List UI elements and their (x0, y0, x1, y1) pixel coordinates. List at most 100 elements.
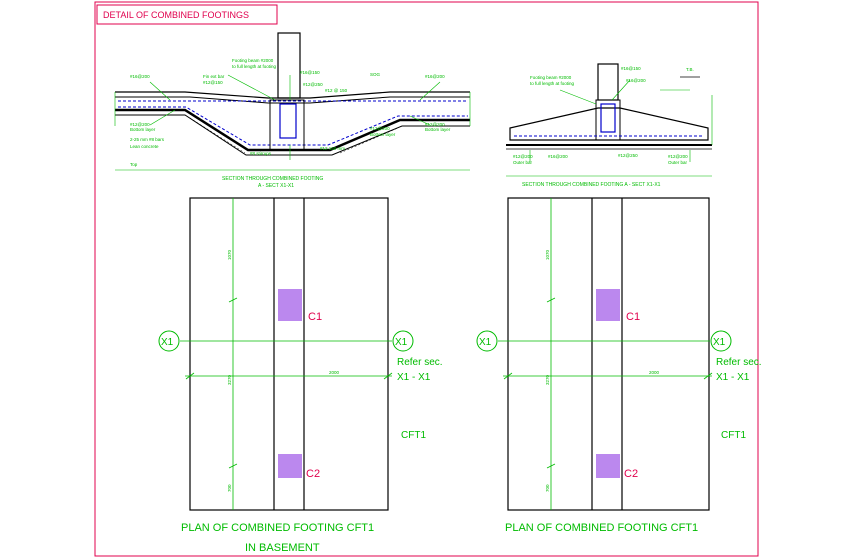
note: Top (130, 162, 138, 167)
plan-left-subtitle: IN BASEMENT (245, 542, 320, 554)
leader-line (419, 81, 441, 101)
note: Bottom layer (370, 132, 396, 137)
note: #12@250 (618, 153, 638, 158)
plan-left-ref-line1: Refer sec. (397, 357, 443, 368)
note: #12@200 (425, 122, 445, 127)
note: #12@200 (130, 122, 150, 127)
plan-right-dim-v1: 1070 (545, 249, 550, 260)
note: #12@150 (203, 80, 223, 85)
note: Footing beam #2000 (232, 58, 274, 63)
note: #12 @ 150 (325, 88, 348, 93)
plan-right-column-c2 (596, 454, 620, 478)
note: #16@200 (425, 74, 445, 79)
hatch-line (189, 117, 246, 154)
plan-left: C1 C2 1070 3270 700 X1 X1 2000 Refer sec… (158, 197, 443, 554)
note: Outer bar (668, 160, 688, 165)
plan-left-column-c2 (278, 454, 302, 478)
note: #16@200 (548, 154, 568, 159)
leader-line (149, 81, 171, 101)
plan-right-title: PLAN OF COMBINED FOOTING CFT1 (505, 522, 698, 534)
plan-left-grid-label-left: X1 (161, 337, 174, 348)
plan-right-dim-v3: 700 (545, 484, 550, 492)
section-left-stirrup (279, 103, 297, 139)
plan-left-c2-label: C2 (306, 468, 320, 480)
dim-tick (383, 372, 393, 380)
section-left-caption: SECTION THROUGH COMBINED FOOTING (222, 176, 323, 182)
note: SOG (370, 72, 381, 77)
section-left-column (277, 32, 301, 99)
plan-right-c1-label: C1 (626, 311, 640, 323)
plan-left-dim-v2: 3270 (227, 374, 232, 385)
plan-left-outline (189, 197, 389, 511)
plan-left-grid-bubble-right (392, 330, 414, 352)
section-left-underside2 (115, 114, 470, 156)
plan-right-dim-h-value: 2000 (649, 370, 660, 375)
note: #16@150 (621, 66, 641, 71)
title-box-label: DETAIL OF COMBINED FOOTINGS (103, 10, 249, 20)
note: #12@200 (668, 154, 688, 159)
dim-tick (503, 372, 513, 380)
plan-left-ref-line2: X1 - X1 (397, 372, 431, 383)
note: #12@200 (370, 126, 390, 131)
note: 2-25 mm #8 bars (130, 137, 165, 142)
note: #12@200 (513, 154, 533, 159)
section-right-column (597, 63, 619, 101)
plan-left-dim-v1: 1070 (227, 249, 232, 260)
section-left-underside (115, 108, 470, 152)
plan-right-grid-label-right: X1 (713, 337, 726, 348)
section-right-beam (595, 99, 621, 141)
hatch-line (339, 127, 399, 154)
plan-right-c2-label: C2 (624, 468, 638, 480)
leader-line (149, 109, 176, 126)
note: to full length at footing (530, 81, 575, 86)
sheet-border (94, 1, 759, 557)
leader-line (409, 115, 431, 126)
plan-left-title: PLAN OF COMBINED FOOTING CFT1 (181, 522, 374, 534)
plan-left-c1-label: C1 (308, 311, 322, 323)
note: #8 stirrups (250, 151, 272, 156)
note: #16@200 (130, 74, 150, 79)
plan-right-column-c1 (596, 289, 620, 321)
note: Bottom layer (130, 127, 156, 132)
dim-tick (546, 297, 556, 303)
section-left-slab-top (115, 91, 470, 99)
plan-right-outline (507, 197, 710, 511)
leader-line (611, 79, 631, 101)
plan-left-dim-v3: 700 (227, 484, 232, 492)
section-left-rebar-bottom (118, 106, 468, 146)
note: #16@150 (300, 70, 320, 75)
note: Fin ext bar (203, 74, 225, 79)
dim-tick (546, 463, 556, 469)
note: T.B. (686, 67, 694, 72)
plan-right-ref-line2: X1 - X1 (716, 372, 750, 383)
section-left: Footing beam #2000 to full length at foo… (114, 32, 471, 189)
note: #16@200 (626, 78, 646, 83)
plan-right-grid-label-left: X1 (479, 337, 492, 348)
plan-left-column-c1 (278, 289, 302, 321)
dim-tick (228, 463, 238, 469)
note: Footing beam #2000 (530, 75, 572, 80)
plan-left-tag: CFT1 (401, 430, 426, 441)
note: Lean concrete (130, 144, 159, 149)
leader-line (227, 74, 276, 101)
plan-right-grid-bubble-left (476, 330, 498, 352)
section-right: Footing beam #2000 to full length at foo… (506, 63, 713, 188)
plan-right-ref-line1: Refer sec. (716, 357, 762, 368)
note: Outer bar (513, 160, 533, 165)
plan-right-grid-bubble-right (710, 330, 732, 352)
dim-tick (228, 297, 238, 303)
dim-tick (185, 372, 195, 380)
plan-left-dim-h-value: 2000 (329, 370, 340, 375)
plan-left-grid-label-right: X1 (395, 337, 408, 348)
note: to full length at footing (232, 64, 277, 69)
note: #12 150 mm (320, 146, 345, 151)
title-box (96, 4, 278, 25)
section-right-footing (509, 107, 709, 141)
section-right-caption: SECTION THROUGH COMBINED FOOTING A - SEC… (522, 182, 661, 188)
leader-line (559, 89, 597, 105)
plan-right-tag: CFT1 (721, 430, 746, 441)
note: Bottom layer (425, 127, 451, 132)
note: #12@250 (303, 82, 323, 87)
